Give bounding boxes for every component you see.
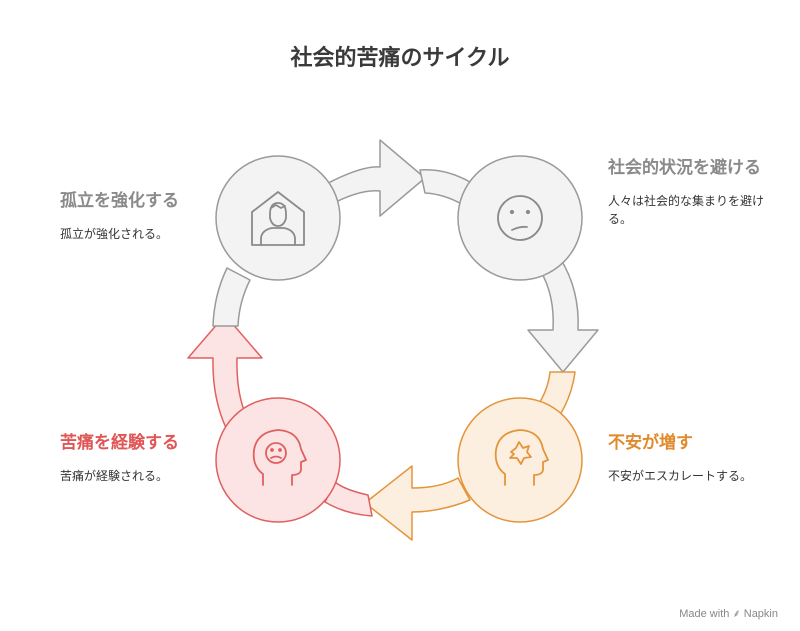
step-heading: 孤立を強化する xyxy=(60,191,179,211)
node-isolation xyxy=(215,155,341,281)
arrow-distress-to-isolation xyxy=(187,267,263,433)
page-title: 社会的苦痛のサイクル xyxy=(290,46,510,71)
distressed-head-icon xyxy=(252,429,307,486)
step-description: 苦痛が経験される。 xyxy=(60,469,169,483)
step-description: 不安がエスカレートする。 xyxy=(608,469,753,483)
arrow-anxiety-to-distress xyxy=(324,465,471,541)
arrow-avoid-to-anxiety xyxy=(527,257,599,416)
anxious-head-icon xyxy=(494,429,549,486)
step-anxiety-label: 不安が増す 不安がエスカレートする。 xyxy=(608,432,778,485)
neutral-face-icon xyxy=(497,195,543,241)
napkin-credit[interactable]: Made with ⸙ Napkin xyxy=(679,606,778,621)
arrow-isolation-to-avoid xyxy=(314,139,471,217)
napkin-brand-text: Napkin xyxy=(743,608,778,620)
step-heading: 苦痛を経験する xyxy=(60,433,179,453)
napkin-logo-icon: ⸙ xyxy=(732,608,741,620)
node-distress xyxy=(215,397,341,523)
isolated-person-house-icon xyxy=(251,191,305,246)
step-description: 孤立が強化される。 xyxy=(60,227,169,241)
node-anxiety xyxy=(457,397,583,523)
node-avoid-social xyxy=(457,155,583,281)
step-heading: 社会的状況を避ける xyxy=(608,158,761,178)
made-with-text: Made with xyxy=(679,608,730,620)
step-distress-label: 苦痛を経験する 苦痛が経験される。 xyxy=(60,432,220,485)
step-heading: 不安が増す xyxy=(608,433,693,453)
step-avoid-label: 社会的状況を避ける 人々は社会的な集まりを避ける。 xyxy=(608,157,778,228)
step-isolation-label: 孤立を強化する 孤立が強化される。 xyxy=(60,190,220,243)
step-description: 人々は社会的な集まりを避ける。 xyxy=(608,194,765,226)
